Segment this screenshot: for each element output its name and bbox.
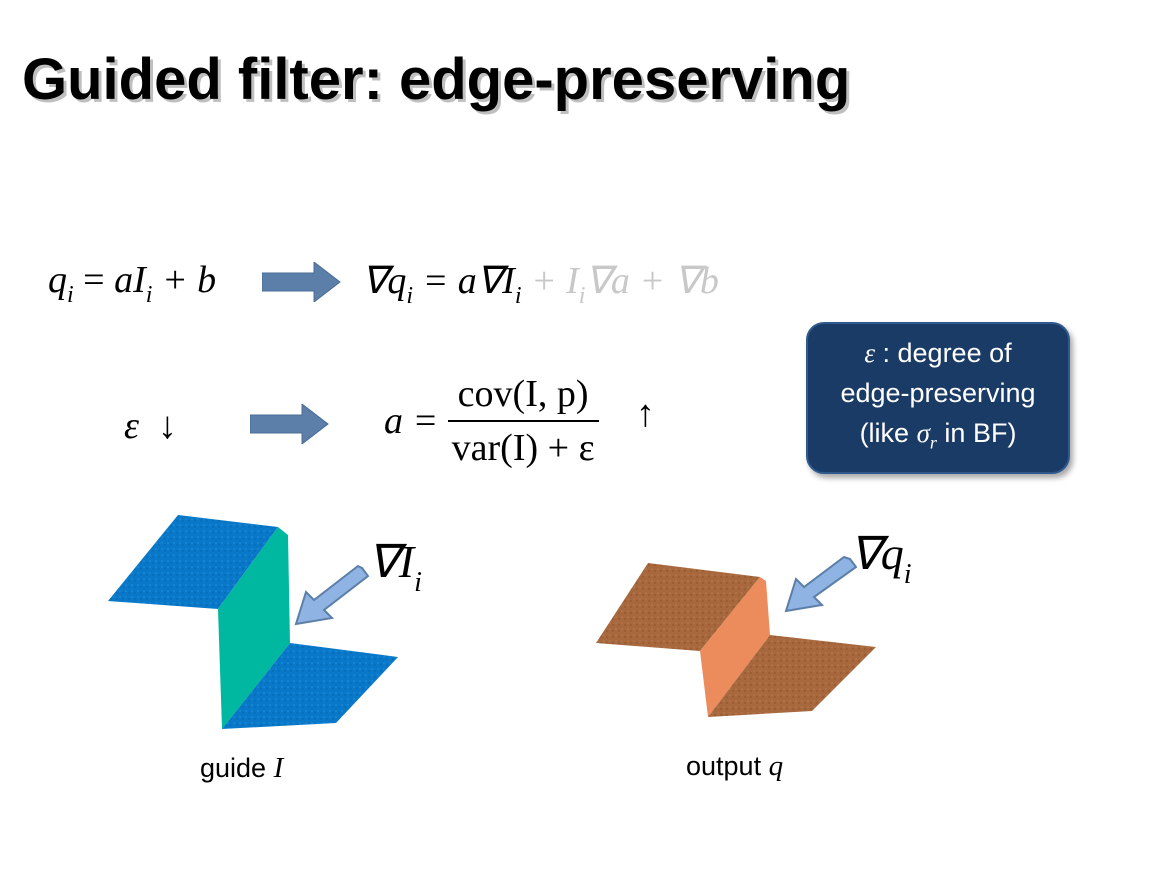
- guide-gradient-label: ∇Ii: [368, 534, 422, 588]
- info-line-3: (like σr in BF): [808, 413, 1068, 462]
- coef-denominator: var(I) + ε: [448, 422, 599, 470]
- gradient-equation: ∇qi = a∇Ii + Ii∇a + ∇b: [362, 258, 719, 303]
- epsilon-info-box: ε : degree of edge-preserving (like σr i…: [806, 322, 1070, 474]
- info-line-1: ε : degree of: [808, 333, 1068, 373]
- coefficient-equation: a = cov(I, p) var(I) + ε: [384, 372, 599, 470]
- guide-gradient-pointer: [290, 562, 370, 632]
- output-caption: output q: [686, 750, 783, 783]
- coef-increase-arrow: ↑: [636, 392, 655, 436]
- slide-title: Guided filter: edge-preserving: [22, 46, 850, 113]
- model-equation: qi = aIi + b: [48, 258, 216, 302]
- epsilon-decrease: ε ↓: [124, 404, 177, 448]
- output-gradient-label: ∇qi: [850, 526, 912, 580]
- info-line-2: edge-preserving: [808, 373, 1068, 413]
- guide-caption: guide I: [200, 752, 283, 785]
- implies-arrow-1: [262, 262, 342, 302]
- implies-arrow-2: [250, 404, 330, 444]
- output-gradient-pointer: [780, 555, 860, 617]
- coef-numerator: cov(I, p): [448, 372, 599, 422]
